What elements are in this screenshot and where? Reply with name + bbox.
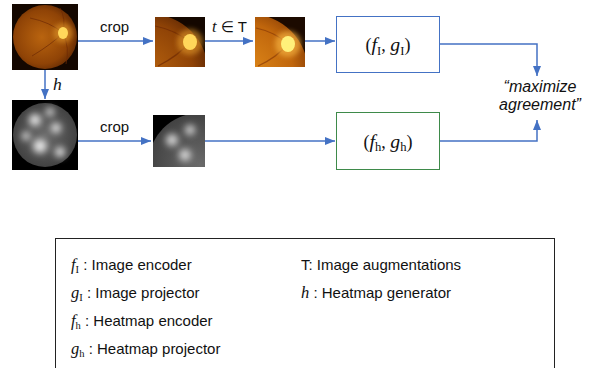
text-run: : Image encoder (79, 256, 192, 273)
math-variable: g (71, 283, 79, 302)
math-variable: g (390, 33, 400, 55)
legend-text: gI : Image projector (71, 283, 199, 305)
legend-text: h : Heatmap generator (301, 283, 451, 303)
operation-label: t ∈ T (210, 18, 249, 36)
arrow (440, 120, 537, 141)
subscript: h (79, 348, 84, 359)
math-variable: f (370, 130, 376, 152)
text-run: crop (100, 18, 129, 35)
subscript: h (76, 320, 81, 331)
math-variable: t (212, 17, 217, 36)
box-label: (fI, gI) (366, 33, 411, 56)
subscript: I (76, 264, 80, 275)
text-run: : Heatmap generator (309, 284, 451, 301)
operation-label: h (51, 75, 64, 94)
cropped-fundus (155, 17, 205, 67)
text-run: ( (364, 132, 370, 152)
text-run: : Heatmap projector (85, 340, 221, 357)
arrow (305, 40, 335, 42)
text-run: crop (100, 118, 129, 135)
arrow (205, 140, 335, 142)
text-run: T: Image augmentations (301, 256, 461, 273)
math-variable: f (71, 255, 76, 274)
math-variable: g (390, 130, 400, 152)
box-label: (fh, gh) (364, 130, 413, 153)
legend-text: fh : Heatmap encoder (71, 311, 213, 333)
math-variable: g (71, 339, 79, 358)
fundus-image (12, 4, 78, 70)
encoder-box: (fh, gh) (336, 112, 440, 170)
legend-text: T: Image augmentations (301, 255, 461, 275)
arrow (78, 40, 153, 42)
arrow (205, 40, 253, 42)
text-run: : Heatmap encoder (81, 312, 213, 329)
subscript: I (400, 44, 404, 58)
math-variable: h (53, 74, 62, 94)
legend-text: fI : Image encoder (71, 255, 192, 277)
arrow (44, 70, 46, 99)
augmented-fundus (255, 17, 305, 67)
text-run: : Image projector (83, 284, 200, 301)
text-run: , (381, 132, 390, 152)
math-variable: h (301, 283, 309, 302)
legend-text: gh : Heatmap projector (71, 339, 220, 361)
arrows (45, 41, 537, 141)
text-run: ) (404, 35, 410, 55)
text-run: , (381, 35, 390, 55)
legend-box: fI : Image encoderT: Image augmentations… (55, 238, 555, 368)
math-variable: f (372, 33, 378, 55)
objective-label: “maximize agreement” (490, 78, 590, 114)
subscript: I (79, 292, 83, 303)
operation-label: crop (98, 18, 131, 36)
operation-label: crop (98, 118, 131, 136)
heatmap-image (12, 100, 78, 170)
text-run: ( (366, 35, 372, 55)
arrow (440, 44, 537, 76)
math-variable: f (71, 311, 76, 330)
subscript: I (377, 44, 381, 58)
arrow (78, 140, 151, 142)
cropped-heatmap (153, 115, 205, 167)
subscript: h (375, 140, 381, 154)
text-run: ∈ T (217, 18, 247, 35)
text-run: ) (406, 132, 412, 152)
encoder-box: (fI, gI) (336, 16, 440, 73)
subscript: h (400, 140, 406, 154)
text-run: “maximize agreement” (499, 78, 581, 113)
